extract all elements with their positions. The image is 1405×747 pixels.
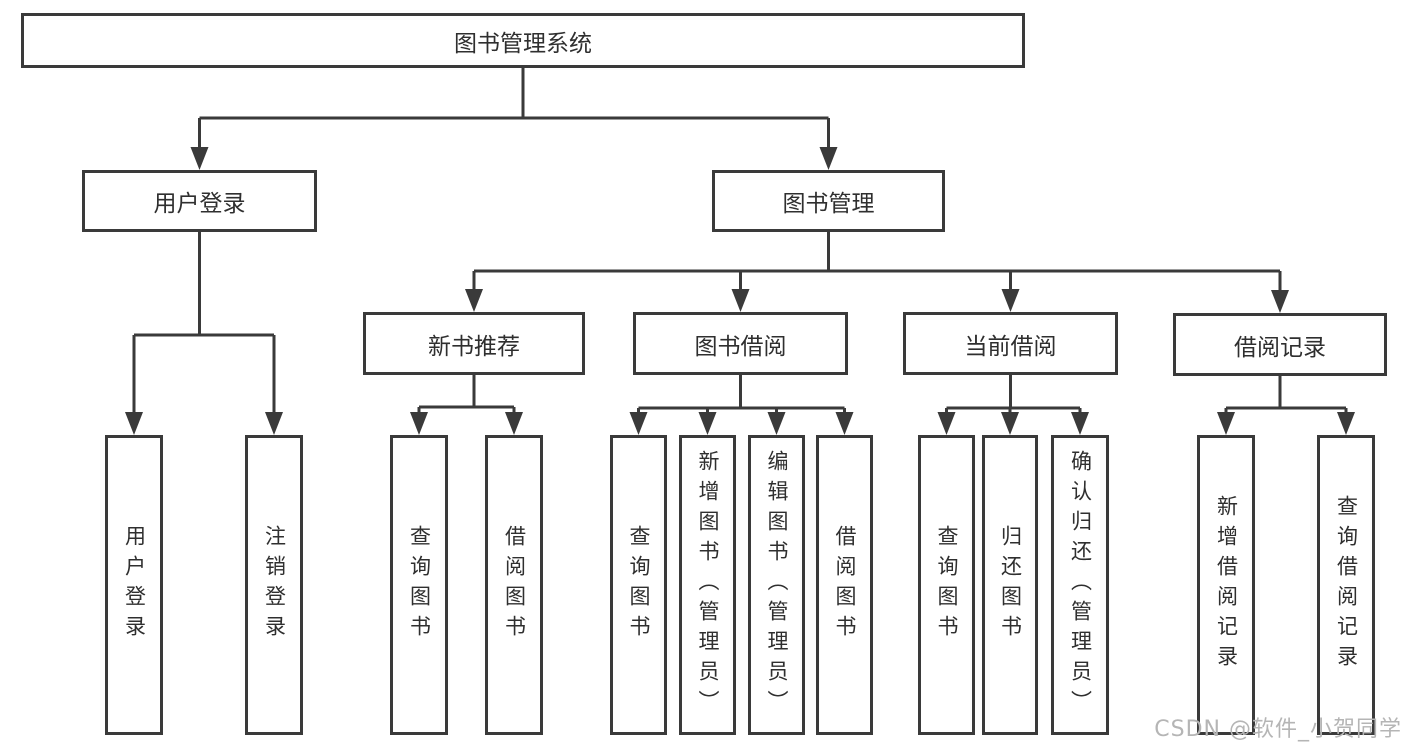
node-e1: 新增借阅记录 [1197, 435, 1255, 735]
node-d3: 确认归还（管理员） [1051, 435, 1109, 735]
node-c1: 查询图书 [610, 435, 667, 735]
node-label: 借阅图书 [833, 525, 857, 645]
node-label: 新增图书（管理员） [696, 450, 720, 720]
node-label: 编辑图书（管理员） [765, 450, 789, 720]
node-b1: 查询图书 [390, 435, 448, 735]
node-current: 当前借阅 [903, 312, 1118, 375]
node-label: 查询借阅记录 [1334, 495, 1359, 675]
node-d2: 归还图书 [982, 435, 1038, 735]
node-label: 新增借阅记录 [1214, 495, 1239, 675]
node-label: 注销登录 [262, 525, 287, 645]
node-root: 图书管理系统 [21, 13, 1025, 68]
node-d1: 查询图书 [918, 435, 975, 735]
node-a1: 用户登录 [105, 435, 163, 735]
node-label: 查询图书 [627, 525, 651, 645]
node-label: 查询图书 [407, 525, 432, 645]
node-label: 新书推荐 [428, 333, 520, 360]
node-newbook: 新书推荐 [363, 312, 585, 375]
node-label: 图书管理 [782, 191, 875, 217]
node-mgmt: 图书管理 [712, 170, 945, 232]
node-label: 用户登录 [122, 525, 147, 645]
node-label: 确认归还（管理员） [1068, 450, 1093, 720]
node-login: 用户登录 [82, 170, 317, 232]
node-label: 图书管理系统 [454, 30, 592, 57]
node-record: 借阅记录 [1173, 313, 1387, 376]
node-b2: 借阅图书 [485, 435, 543, 735]
node-c3: 编辑图书（管理员） [748, 435, 805, 735]
node-label: 用户登录 [153, 191, 246, 217]
node-label: 借阅图书 [502, 525, 527, 645]
watermark: CSDN @软件_小贺同学 [1154, 717, 1402, 742]
node-c4: 借阅图书 [816, 435, 873, 735]
node-label: 当前借阅 [964, 333, 1057, 360]
node-label: 归还图书 [998, 525, 1023, 645]
node-e2: 查询借阅记录 [1317, 435, 1375, 735]
node-borrow: 图书借阅 [633, 312, 848, 375]
arrowhead-icons [125, 147, 1355, 435]
node-label: 查询图书 [935, 525, 959, 645]
node-c2: 新增图书（管理员） [679, 435, 736, 735]
node-label: 图书借阅 [694, 333, 787, 360]
node-a2: 注销登录 [245, 435, 303, 735]
node-label: 借阅记录 [1234, 334, 1326, 361]
